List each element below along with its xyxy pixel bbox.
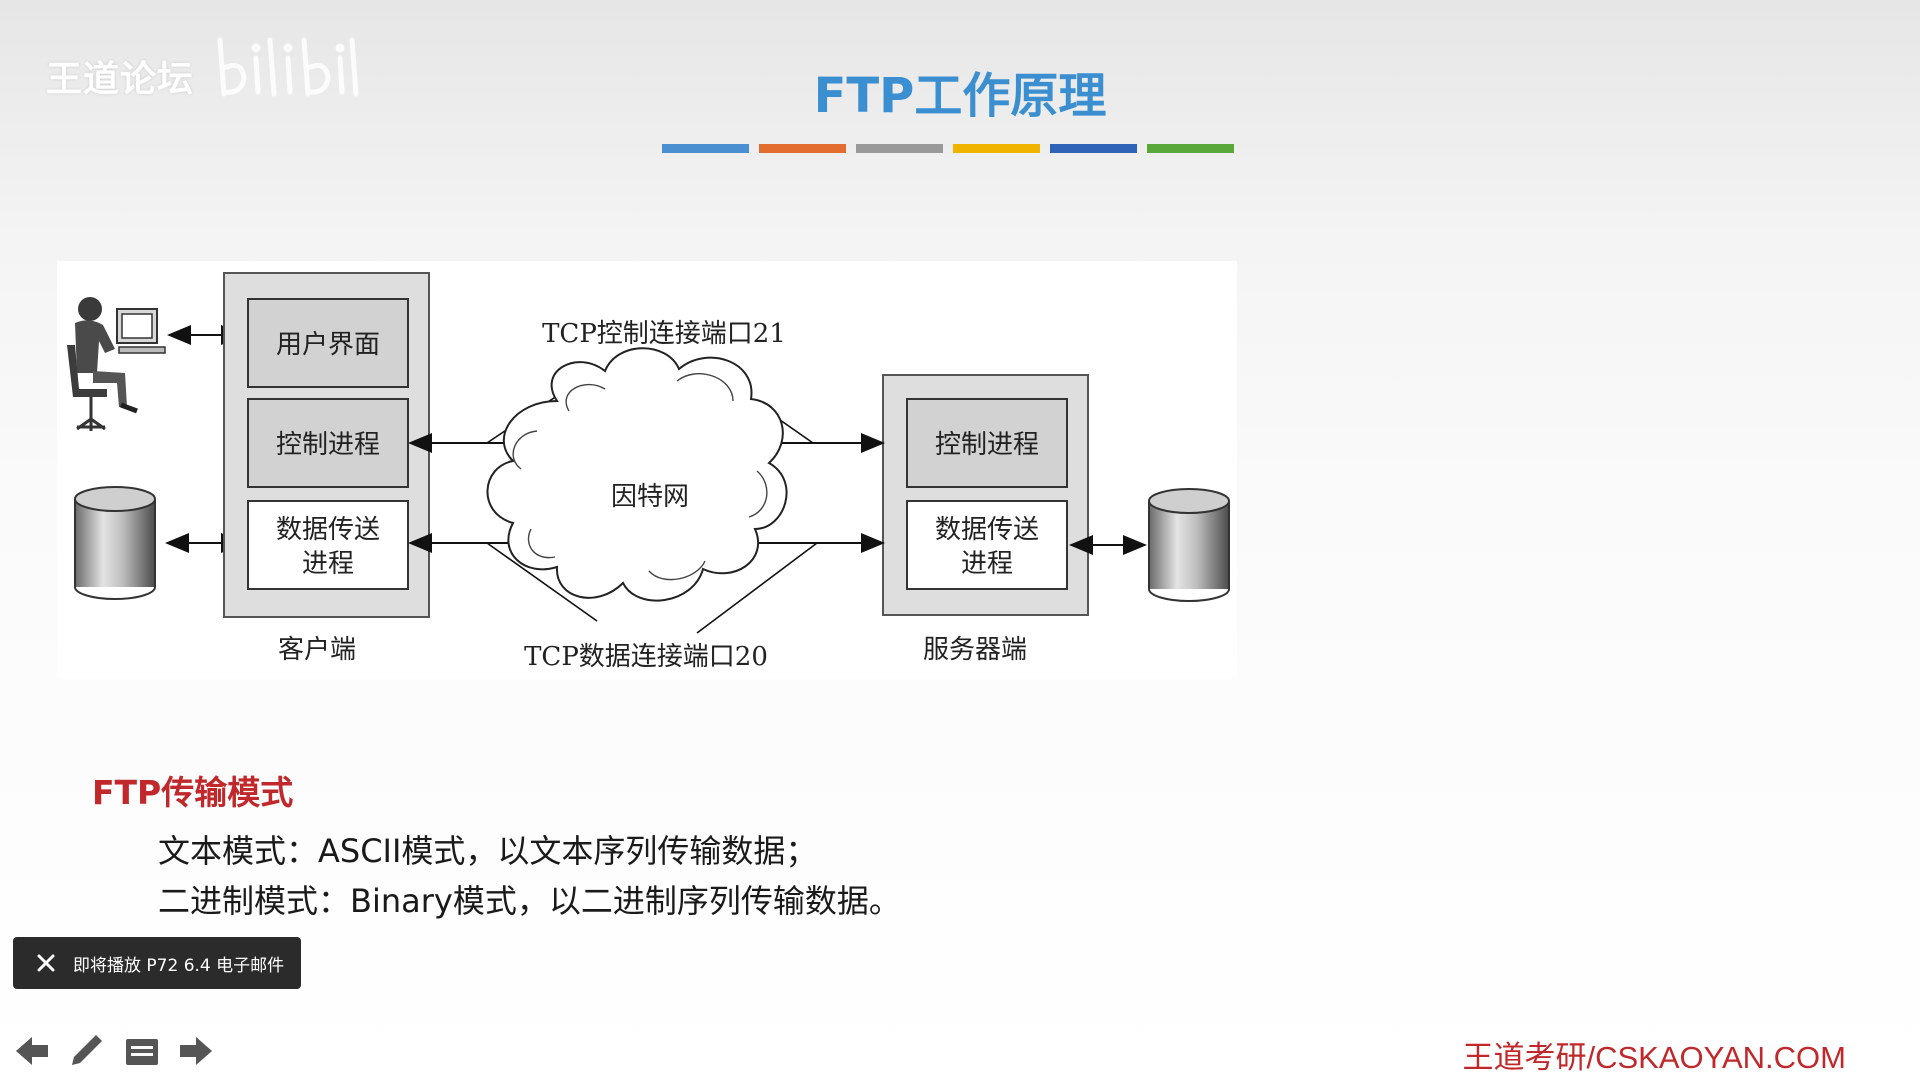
data-connection-label: TCP数据连接端口20 [524,642,768,672]
color-bar-segment [856,144,943,153]
notes-icon[interactable] [122,1031,162,1071]
forum-watermark: 王道论坛 [46,59,195,100]
server-database-icon [1148,488,1230,602]
color-bar-segment [953,144,1040,153]
control-connection-label: TCP控制连接端口21 [542,319,786,349]
server-data-label-2: 进程 [961,549,1013,579]
text-mode-line: 文本模式：ASCII模式，以文本序列传输数据； [158,832,818,870]
server-control-label: 控制进程 [935,430,1039,460]
ftp-diagram: 用户界面 控制进程 数据传送 进程 客户端 控制进程 数据传送 进程 服务器端 [57,261,1237,679]
binary-mode-line: 二进制模式：Binary模式，以二进制序列传输数据。 [158,882,901,920]
client-data-label-1: 数据传送 [276,515,380,545]
server-data-box [906,500,1068,590]
client-data-label-2: 进程 [302,549,354,579]
client-control-label: 控制进程 [276,430,380,460]
client-label: 客户端 [278,635,356,665]
client-ui-box [247,298,409,388]
close-icon[interactable] [35,952,57,974]
color-bar-segment [1050,144,1137,153]
internet-cloud-icon [486,347,788,602]
arrow-right-icon[interactable] [176,1031,216,1071]
server-label: 服务器端 [923,635,1027,665]
color-bar-segment [1147,144,1234,153]
internet-label: 因特网 [611,482,689,512]
color-bar-segment [759,144,846,153]
footer-brand: 王道考研/CSKAOYAN.COM [1462,1040,1846,1075]
ftp-diagram-svg: 用户界面 控制进程 数据传送 进程 客户端 控制进程 数据传送 进程 服务器端 [67,272,1230,672]
pen-icon[interactable] [66,1031,106,1071]
next-video-text: 即将播放 P72 6.4 电子邮件 [73,955,285,976]
bilibili-logo-icon [217,37,359,97]
client-database-icon [74,486,156,600]
person-at-computer-icon [67,297,166,431]
server-control-box [906,398,1068,488]
client-user-interface-label: 用户界面 [276,330,380,360]
color-bar-segment [662,144,749,153]
next-video-toast[interactable]: 即将播放 P72 6.4 电子邮件 [13,937,301,989]
arrow-left-icon[interactable] [12,1031,52,1071]
slide-title: FTP工作原理 [813,68,1107,124]
server-data-label-1: 数据传送 [935,515,1039,545]
transfer-modes-heading: FTP传输模式 [92,773,294,812]
